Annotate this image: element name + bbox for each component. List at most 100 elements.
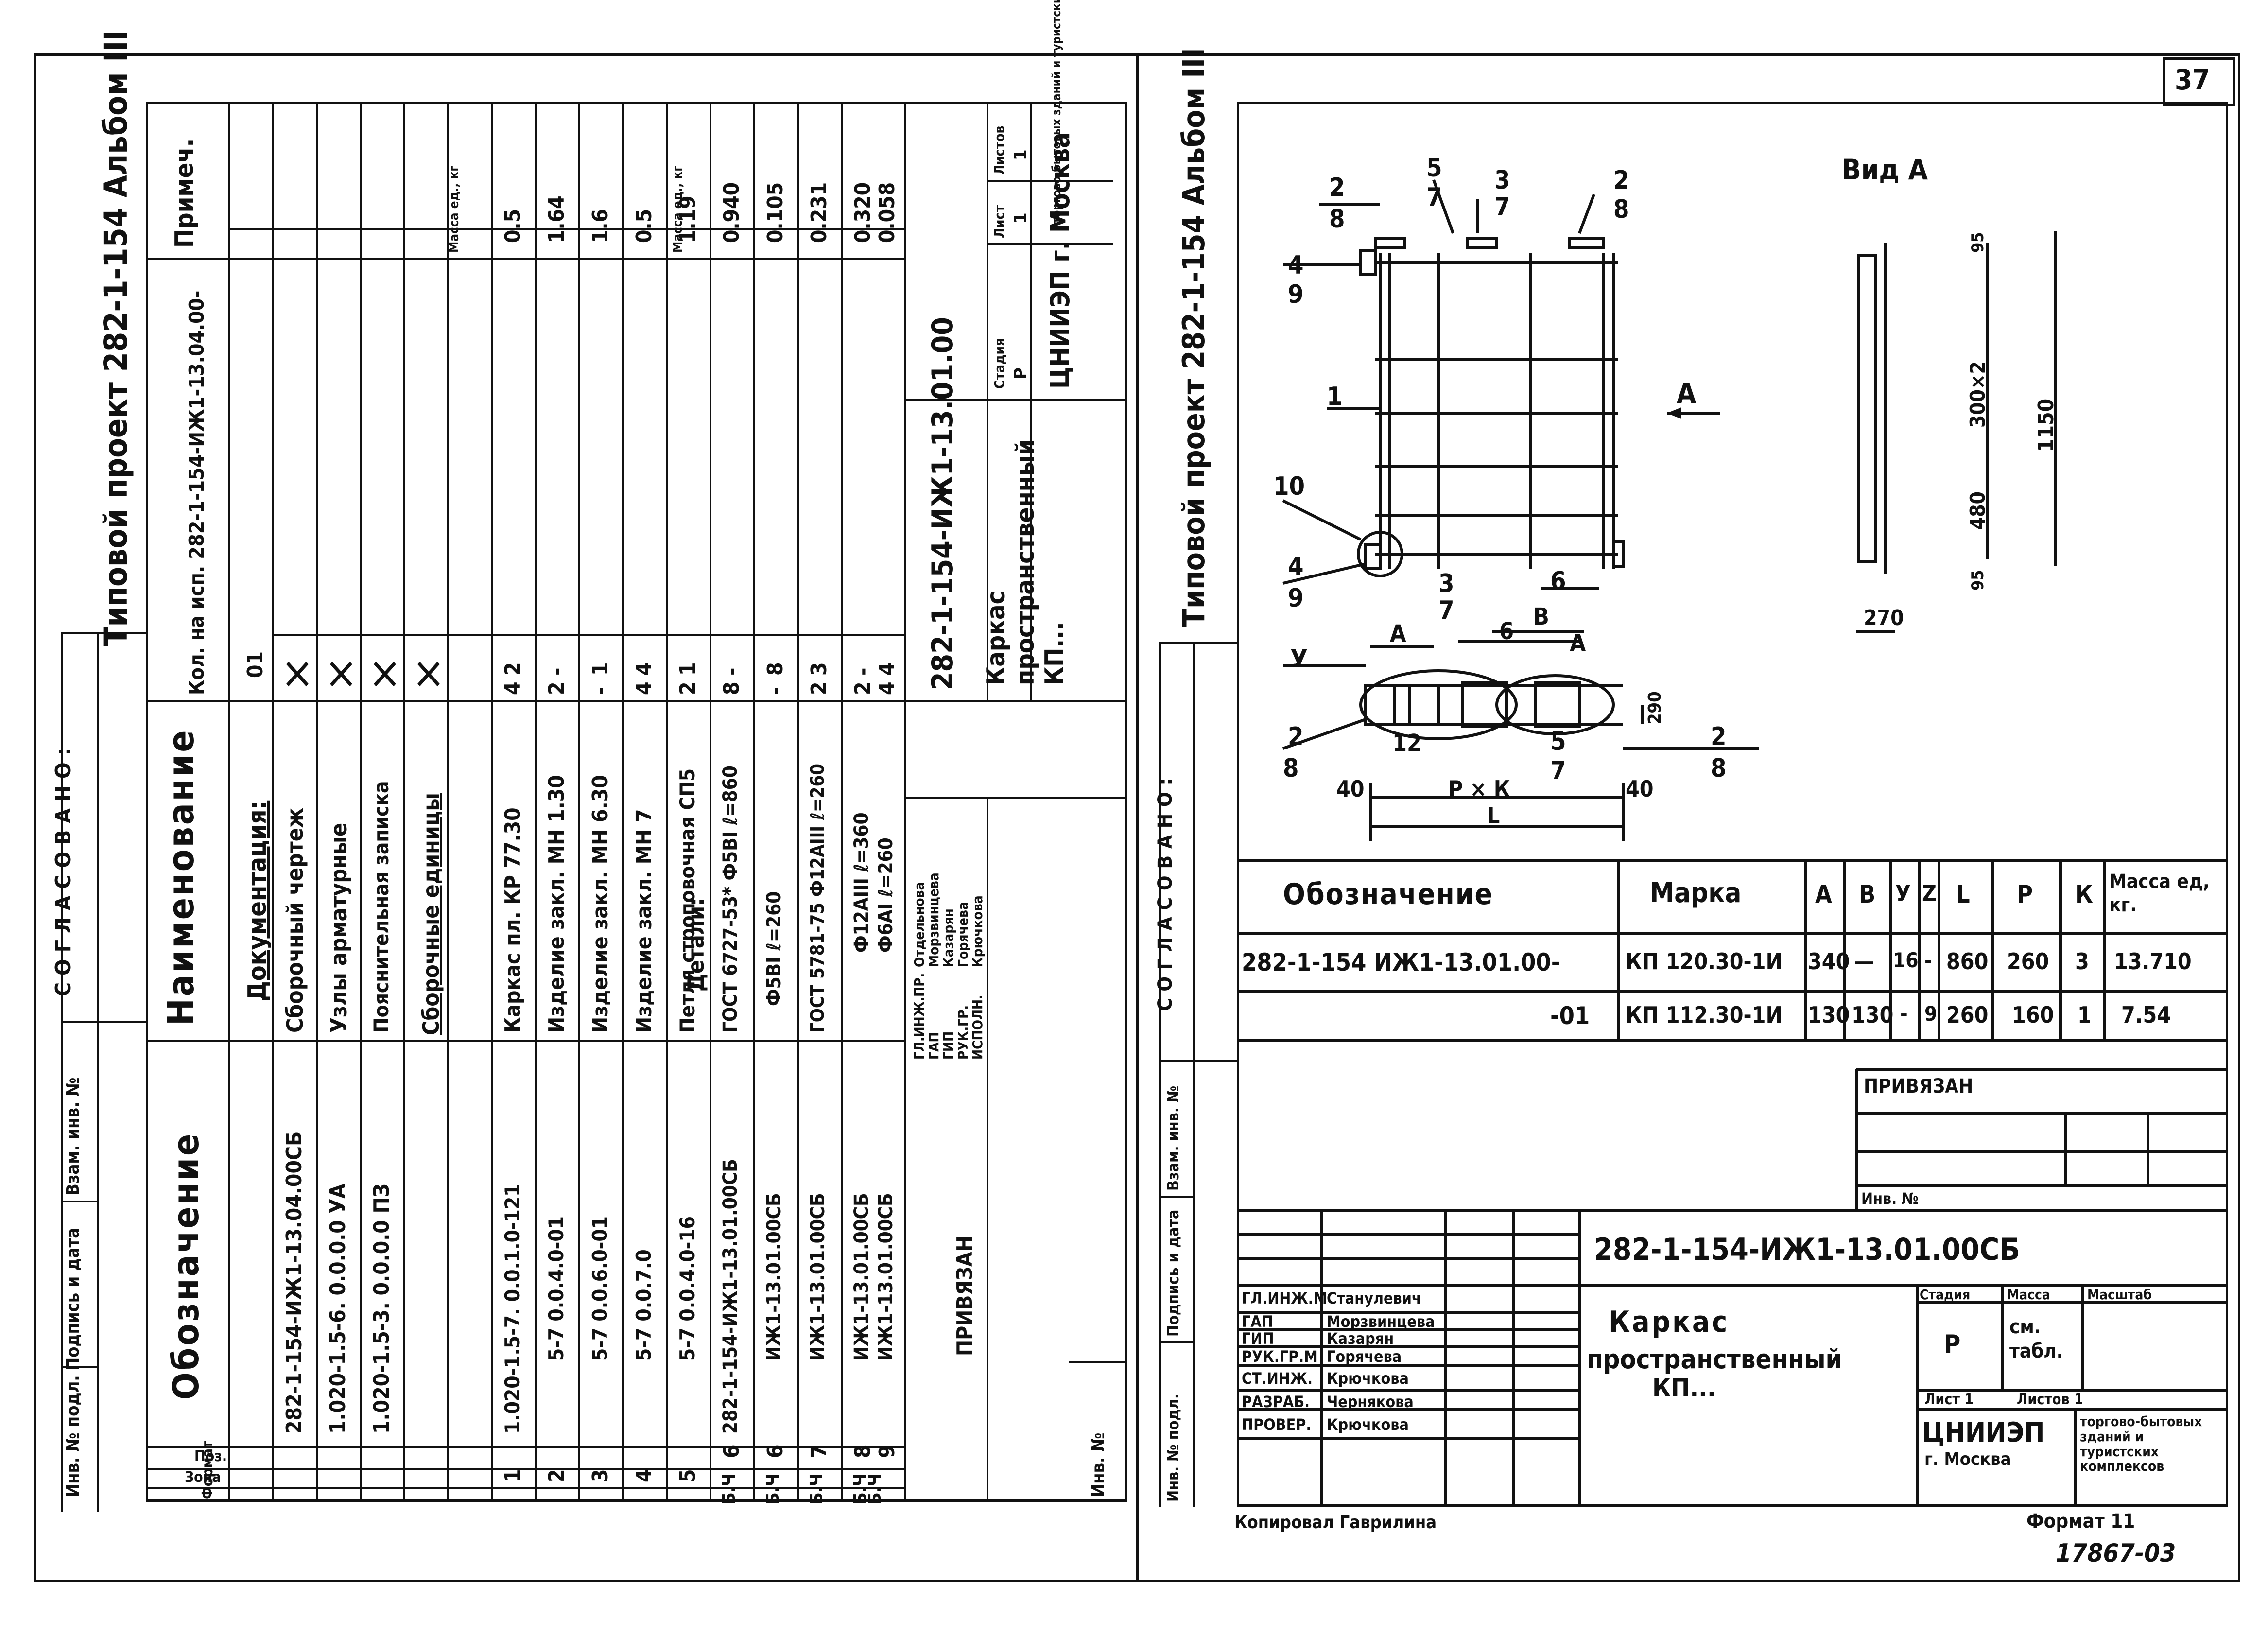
- dim-label: 290: [1645, 691, 1665, 724]
- rtb-role: ГЛ.ИНЖ.М: [1242, 1289, 1328, 1307]
- rt-cell: 130: [1852, 1002, 1894, 1028]
- rt-cell: КП 112.30-1И: [1626, 1002, 1783, 1028]
- callout: 7: [1438, 596, 1454, 625]
- dim-label: L: [1487, 802, 1500, 829]
- rt-header: Обозначение: [1283, 877, 1494, 911]
- callout: 8: [1711, 754, 1727, 783]
- rt-cell: 340: [1808, 948, 1850, 975]
- tb-line: [1069, 1361, 1127, 1363]
- callout: 2: [1288, 722, 1304, 751]
- rtb-mass: см. табл.: [2009, 1316, 2063, 1362]
- rtb-mass-label: Масса: [2007, 1287, 2050, 1303]
- spec-row-line: [447, 102, 449, 1502]
- rtb-name: Станулевич: [1327, 1289, 1421, 1307]
- copied-label: Копировал Гаврилина: [1234, 1513, 1437, 1533]
- privyazan-label: ПРИВЯЗАН: [1864, 1075, 1974, 1097]
- rtb-name: Чернякова: [1327, 1393, 1414, 1411]
- spec-band: [146, 1040, 904, 1042]
- rt-cell: -01: [1550, 1002, 1590, 1030]
- left-strip-line: [61, 1366, 97, 1368]
- spec-row-line: [841, 102, 843, 1502]
- callout: 6: [1499, 618, 1514, 645]
- left-strip-line: [61, 1201, 97, 1202]
- rtb-sheet: Лист 1: [1924, 1391, 1974, 1408]
- tb-line: [904, 700, 1127, 702]
- rtb-stage: Р: [1944, 1330, 1961, 1359]
- left-strip-line: [61, 632, 146, 634]
- tb-line: [987, 797, 988, 1502]
- callout: 9: [1288, 584, 1304, 613]
- rtb-name: Морзвинцева: [1327, 1312, 1435, 1331]
- dim-label: 95: [1968, 232, 1988, 253]
- tb-line: [987, 102, 988, 700]
- rt-cell: 3: [2075, 948, 2089, 975]
- callout: 12: [1392, 730, 1422, 757]
- rt-cell: 260: [1946, 1002, 1989, 1028]
- stamp-number: 17867-03: [2056, 1539, 2176, 1568]
- rtb-org2: торгово-бытовых зданий и туристских комп…: [2080, 1413, 2202, 1475]
- rtb-title-1: Каркас: [1609, 1305, 1730, 1339]
- dim-label: А: [1570, 630, 1586, 657]
- rt-header: Z: [1922, 880, 1937, 906]
- rtb-role: ГАП: [1242, 1312, 1273, 1331]
- spec-band: [146, 1446, 904, 1448]
- doc-row-cross: ×: [325, 647, 358, 698]
- rt-cell: 130: [1808, 1002, 1850, 1028]
- left-drawing-frame: [146, 102, 1127, 1502]
- spec-band: [146, 1468, 904, 1470]
- right-drawing-frame: [1237, 102, 2228, 1507]
- callout: 9: [1288, 280, 1304, 309]
- rtb-name: Казарян: [1327, 1329, 1394, 1348]
- callout: 3: [1438, 569, 1454, 598]
- rtb-name: Крючкова: [1327, 1369, 1409, 1388]
- rt-cell: 260: [2007, 948, 2049, 975]
- spec-row-line: [710, 102, 711, 1502]
- rt-cell: 160: [2012, 1002, 2054, 1028]
- tb-line: [987, 180, 1113, 182]
- callout: 5: [1550, 727, 1566, 756]
- inv-no-label: Инв. №: [1861, 1189, 1919, 1208]
- spec-row-line: [491, 102, 493, 1502]
- right-strip-line: [1193, 642, 1195, 1507]
- spec-row-line: [228, 102, 230, 1502]
- tb-line: [904, 797, 1127, 799]
- callout: 4: [1288, 251, 1304, 280]
- right-strip-line: [1159, 642, 1161, 1507]
- page-number-box: [2163, 57, 2235, 106]
- doc-row-cross: ×: [368, 647, 401, 698]
- doc-row-cross: ×: [412, 647, 445, 698]
- dim-label: 270: [1864, 606, 1904, 630]
- rtb-role: РУК.ГР.М: [1242, 1347, 1318, 1366]
- rtb-scale-label: Масштаб: [2087, 1287, 2152, 1303]
- callout: 5: [1426, 154, 1442, 183]
- rt-cell: 282-1-154 ИЖ1-13.01.00-: [1242, 948, 1560, 976]
- callout: 4: [1288, 552, 1304, 581]
- callout: 2: [1711, 722, 1727, 751]
- rt-cell: КП 120.30-1И: [1626, 948, 1783, 975]
- dim-label: А: [1677, 377, 1697, 410]
- tb-line: [904, 399, 1127, 401]
- spec-band: [228, 228, 904, 230]
- callout: 7: [1550, 756, 1566, 785]
- rtb-org: ЦНИИЭП: [1922, 1417, 2045, 1448]
- rtb-title-2: пространственный: [1587, 1344, 1842, 1375]
- callout: 10: [1273, 472, 1305, 501]
- callout: У: [1290, 644, 1308, 674]
- rtb-sheets: Листов 1: [2017, 1391, 2083, 1408]
- right-strip-line: [1159, 1341, 1193, 1343]
- spec-row-line: [797, 102, 799, 1502]
- dim-label: 300×2: [1966, 361, 1990, 428]
- rt-header: У: [1895, 880, 1911, 906]
- spec-row-line: [360, 102, 362, 1502]
- rt-header: Р: [2017, 880, 2033, 908]
- rtb-title-3: КП...: [1652, 1374, 1716, 1403]
- left-strip-line: [61, 632, 63, 1512]
- right-strip-line: [1159, 642, 1237, 644]
- spec-row-line: [622, 102, 624, 1502]
- left-strip-line: [97, 632, 99, 1512]
- rt-cell: 13.710: [2114, 948, 2192, 975]
- rt-cell: —: [1854, 948, 1874, 975]
- callout: 8: [1329, 205, 1345, 234]
- rtb-city: г. Москва: [1924, 1449, 2011, 1469]
